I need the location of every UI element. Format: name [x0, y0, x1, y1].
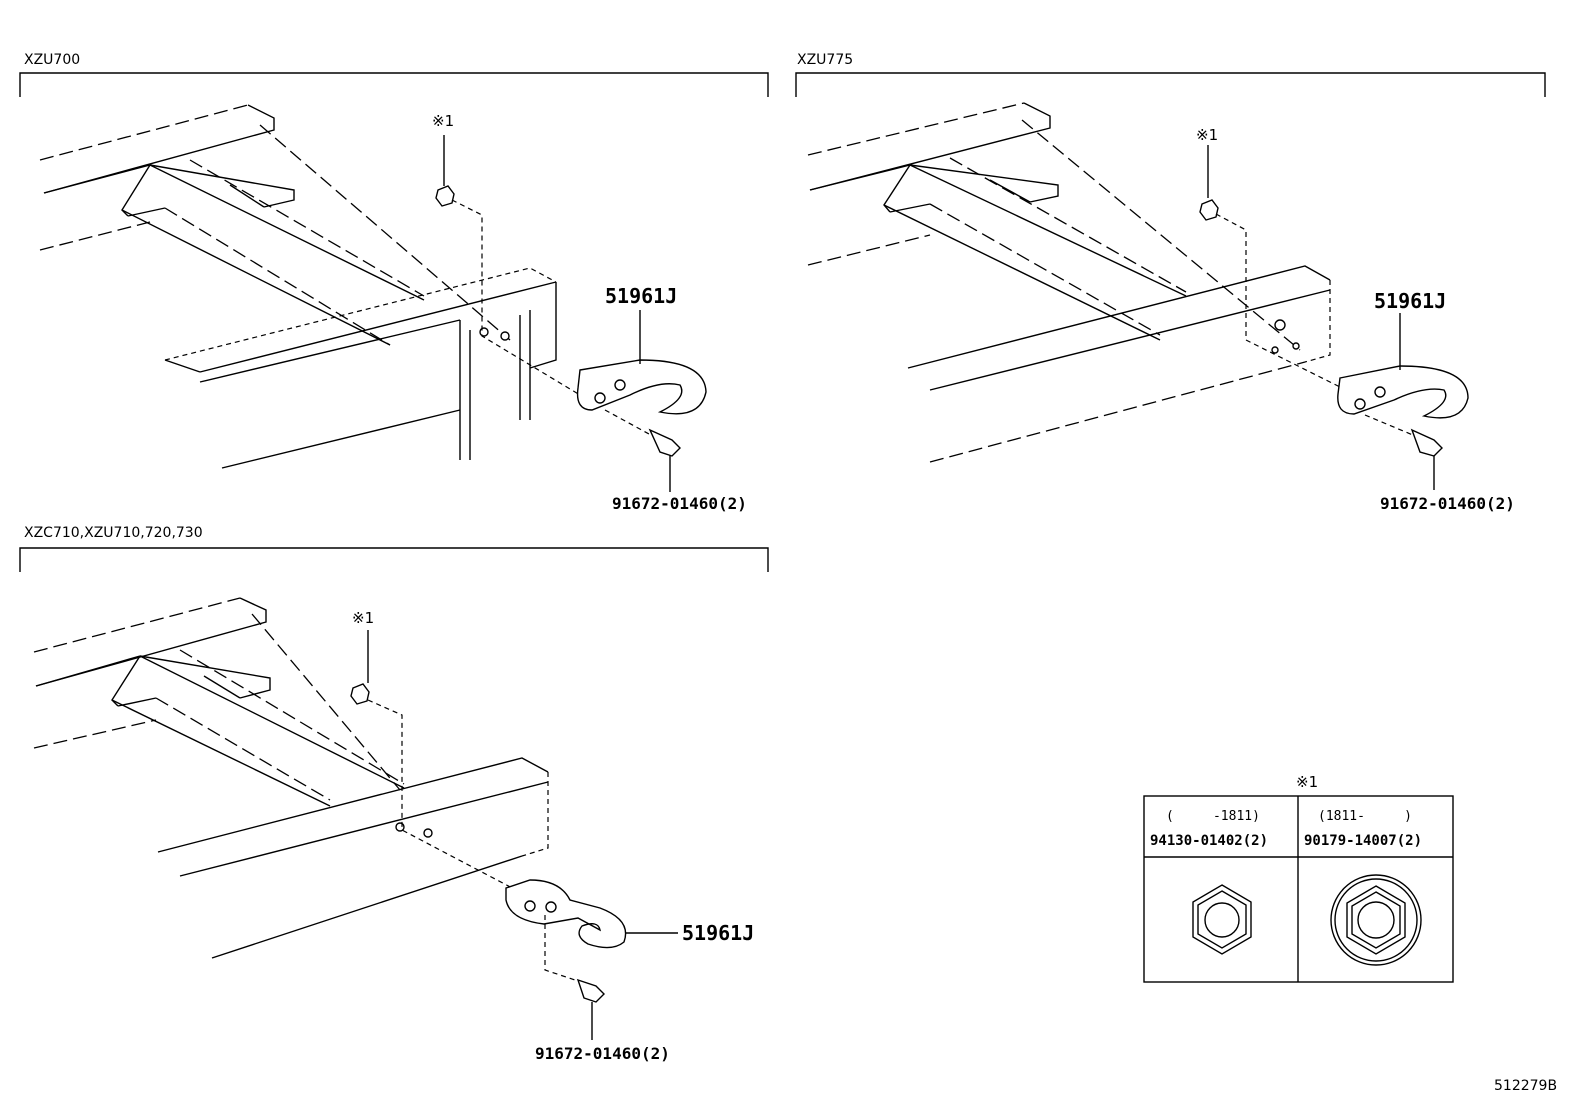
nut-hardware [435, 135, 581, 396]
table-note-marker: ※1 [1296, 773, 1318, 791]
flange-nut-icon [1330, 874, 1422, 966]
tow-hook-drawing [576, 310, 707, 415]
variant-label: XZC710,XZU710,720,730 [24, 525, 203, 541]
nut-variant-table: ※1 ( -1811) 94130-01402(2) (1811- ) 9017… [1143, 773, 1454, 983]
hex-nut-icon [1192, 884, 1252, 955]
panel-bracket [19, 547, 769, 572]
frame-drawing [39, 104, 557, 469]
panel-xzc710-xzu710-720-730: XZC710,XZU710,720,730 [19, 525, 769, 1063]
note-marker: ※1 [432, 112, 454, 130]
note-marker: ※1 [1196, 126, 1218, 144]
nut-icon [435, 185, 455, 207]
nut-hardware [350, 630, 517, 891]
tow-hook-drawing [1337, 313, 1469, 419]
bolt-part-number: 91672-01460(2) [1380, 494, 1515, 513]
hook-part-number: 51961J [605, 284, 677, 308]
panel-bracket [19, 72, 769, 97]
nut-icon [1199, 199, 1219, 221]
panel-xzu700: XZU700 [19, 52, 769, 513]
tow-hook-drawing [505, 879, 678, 949]
table-range-left: ( -1811) [1166, 809, 1260, 824]
panel-bracket [795, 72, 1546, 97]
bolt-part-number: 91672-01460(2) [612, 494, 747, 513]
bolt-hardware [1364, 414, 1443, 490]
frame-drawing [807, 102, 1331, 463]
variant-label: XZU775 [797, 52, 853, 68]
nut-icon [350, 683, 370, 705]
hook-part-number: 51961J [1374, 289, 1446, 313]
bolt-hardware [604, 409, 681, 492]
nut-hardware [1199, 145, 1351, 393]
table-part-right: 90179-14007(2) [1304, 833, 1422, 849]
variant-label: XZU700 [24, 52, 80, 68]
hook-part-number: 51961J [682, 921, 754, 945]
panel-xzu775: XZU775 [795, 52, 1546, 513]
table-part-left: 94130-01402(2) [1150, 833, 1268, 849]
bolt-icon [1410, 428, 1443, 457]
note-marker: ※1 [352, 609, 374, 627]
table-range-right: (1811- ) [1318, 809, 1412, 824]
diagram-code: 512279B [1494, 1078, 1557, 1094]
bolt-part-number: 91672-01460(2) [535, 1044, 670, 1063]
frame-drawing [33, 597, 549, 959]
bolt-hardware [544, 915, 605, 1040]
bolt-icon [576, 978, 605, 1003]
bolt-icon [648, 428, 681, 457]
